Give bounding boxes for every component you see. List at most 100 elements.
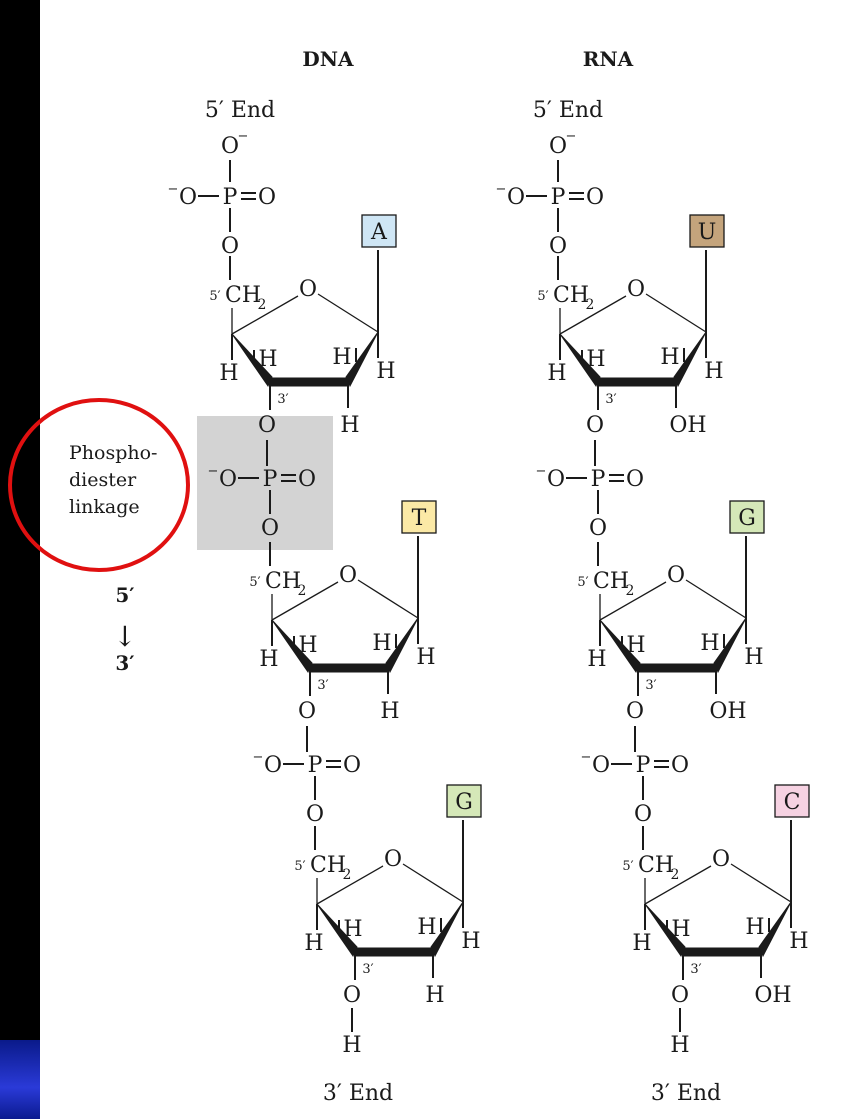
ring-wedge-bond: [713, 617, 747, 674]
three-prime-oxygen: O: [258, 413, 276, 438]
phosphate-oxygen-anion: O: [179, 185, 197, 210]
base-box: [446, 784, 482, 818]
three-prime-mark: 3′: [277, 392, 288, 407]
rna-title: RNA: [583, 47, 634, 71]
base-box: [689, 214, 725, 248]
hydrogen-atom: H: [744, 645, 763, 670]
hydrogen-atom: H: [417, 915, 436, 940]
ring-bold-bond: [597, 377, 677, 387]
five-prime-end-label: 5′ End: [205, 98, 275, 123]
phosphate-oxygen: O: [343, 753, 361, 778]
five-prime-mark: 5′: [294, 859, 305, 874]
hydrogen-atom: H: [587, 647, 606, 672]
base-box: [774, 784, 810, 818]
ester-oxygen: O: [549, 234, 567, 259]
five-prime-mark: 5′: [577, 575, 588, 590]
base-box: [361, 214, 397, 248]
c4-o4-bond: [599, 581, 667, 621]
linkage-label-line-3: linkage: [69, 496, 140, 518]
phosphate-oxygen: O: [671, 753, 689, 778]
c4-o4-bond: [231, 295, 299, 335]
ring-oxygen: O: [384, 847, 402, 872]
ch2-subscript: 2: [671, 867, 680, 883]
hydrogen-atom: H: [671, 917, 690, 942]
phosphate-oxygen: O: [258, 185, 276, 210]
hydrogen-atom: H: [372, 631, 391, 656]
ring-bold-bond: [637, 663, 717, 673]
ring-bold-bond: [269, 377, 349, 387]
linkage-label-line-1: Phospho-: [69, 442, 157, 464]
ester-oxygen: O: [306, 802, 324, 827]
c4-o4-bond: [644, 865, 712, 905]
ch2-subscript: 2: [343, 867, 352, 883]
c4-o4-bond: [271, 581, 339, 621]
hydrogen-atom: H: [789, 929, 808, 954]
phosphate-oxygen-anion: O: [507, 185, 525, 210]
ester-oxygen: O: [261, 516, 279, 541]
ring-bold-bond: [309, 663, 389, 673]
ch2-subscript: 2: [258, 297, 267, 313]
o4-c1-bond: [402, 863, 464, 903]
negative-charge: −: [536, 464, 547, 479]
ch2-subscript: 2: [626, 583, 635, 599]
hydrogen-atom: H: [632, 931, 651, 956]
ch2-group: CH: [225, 283, 261, 308]
hydrogen-atom: H: [547, 361, 566, 386]
o4-c1-bond: [685, 579, 747, 619]
phosphorus-atom: P: [308, 753, 323, 778]
three-prime-end-label: 3′ End: [323, 1081, 393, 1106]
phosphodiester-highlight-box: [197, 416, 333, 550]
ch2-group: CH: [553, 283, 589, 308]
phosphate-oxygen-anion: O: [219, 467, 237, 492]
three-prime-mark: 3′: [645, 678, 656, 693]
five-prime-end-label: 5′ End: [533, 98, 603, 123]
phosphate-oxygen: O: [626, 467, 644, 492]
dna-title: DNA: [302, 47, 354, 71]
base-letter: G: [738, 506, 756, 531]
negative-charge: −: [581, 750, 592, 765]
three-prime-oxygen: O: [586, 413, 604, 438]
ester-oxygen: O: [589, 516, 607, 541]
hydrogen-atom: H: [304, 931, 323, 956]
hydrogen-atom: H: [660, 345, 679, 370]
phosphate-oxygen-anion: O: [264, 753, 282, 778]
three-prime-end-label: 3′ End: [651, 1081, 721, 1106]
phosphorus-atom: P: [591, 467, 606, 492]
hydrogen-atom: H: [416, 645, 435, 670]
three-prime-oxygen: O: [298, 699, 316, 724]
annotation-circle: [8, 398, 190, 572]
o4-c1-bond: [357, 579, 419, 619]
negative-charge: −: [496, 182, 507, 197]
hydrogen-atom: H: [340, 413, 359, 438]
base-letter: U: [698, 220, 717, 245]
o4-c1-bond: [645, 293, 707, 333]
hydrogen-atom: H: [700, 631, 719, 656]
ch2-group: CH: [265, 569, 301, 594]
ring-oxygen: O: [299, 277, 317, 302]
ch2-subscript: 2: [586, 297, 595, 313]
hydrogen-atom: H: [343, 917, 362, 942]
c4-o4-bond: [316, 865, 384, 905]
ring-wedge-bond: [345, 331, 379, 388]
ch2-group: CH: [638, 853, 674, 878]
direction-arrow-icon: ↓: [113, 620, 136, 653]
hydrogen-atom: H: [745, 915, 764, 940]
three-prime-oxygen: O: [671, 983, 689, 1008]
terminal-hydrogen: H: [670, 1033, 689, 1058]
phosphate-oxygen-anion: O: [592, 753, 610, 778]
five-prime-mark: 5′: [209, 289, 220, 304]
direction-from-label: 5′: [115, 583, 134, 607]
five-prime-mark: 5′: [249, 575, 260, 590]
o4-c1-bond: [730, 863, 792, 903]
hydrogen-atom: H: [259, 647, 278, 672]
hydroxyl-group: OH: [709, 699, 746, 724]
base-letter: T: [412, 506, 427, 531]
hydrogen-atom: H: [332, 345, 351, 370]
three-prime-mark: 3′: [605, 392, 616, 407]
phosphate-oxygen: O: [298, 467, 316, 492]
